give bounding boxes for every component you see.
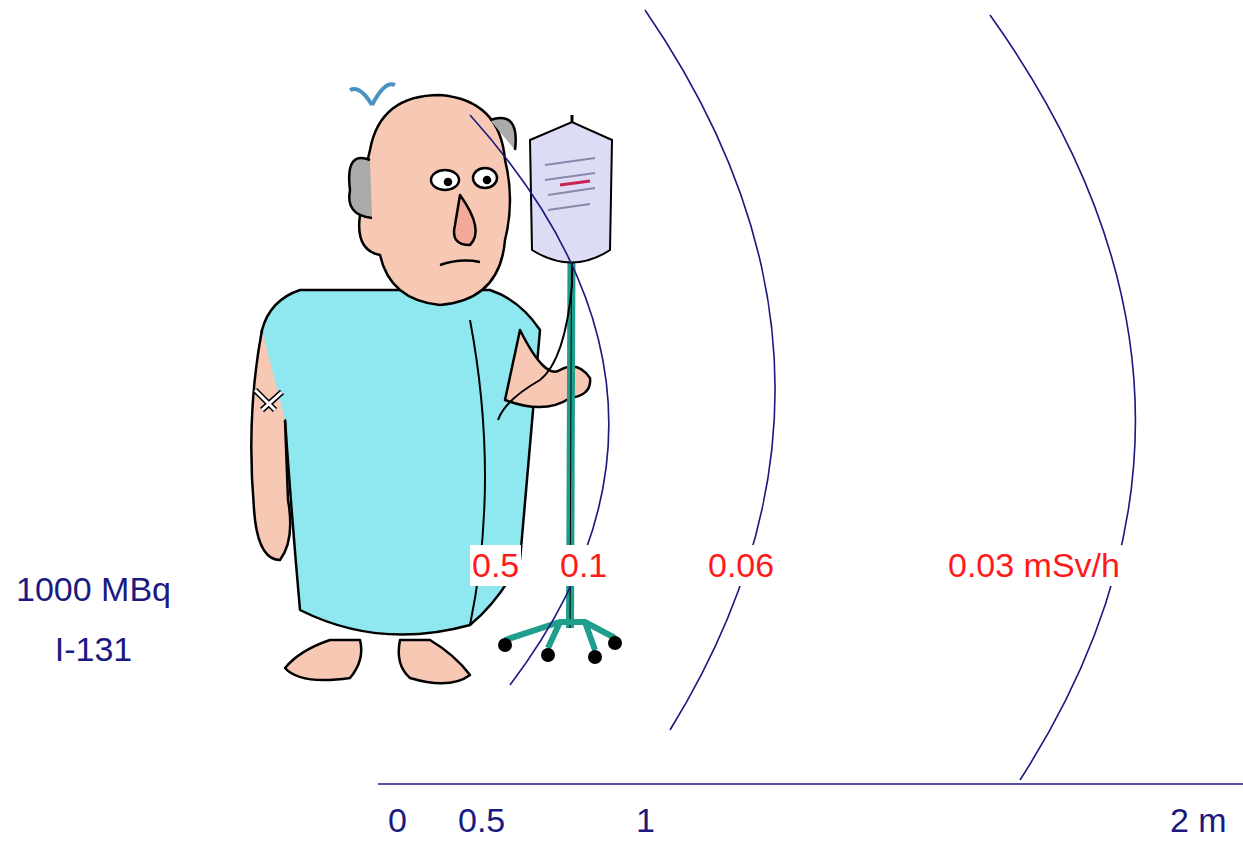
distance-axis [378,783,1243,785]
axis-tick-label: 0.5 [456,800,507,841]
isodose-arc [470,10,1135,780]
axis-tick-label: 0 [386,800,409,841]
activity-label: 1000 MBq I-131 [4,560,183,679]
axis-tick-label: 2 m [1168,800,1229,841]
dose-rate-label: 0.5 [470,545,521,586]
dose-rate-label: 0.1 [558,545,609,586]
dose-rate-label: 0.03 mSv/h [946,545,1122,586]
dose-rate-label: 0.06 [706,545,776,586]
axis-tick-label: 1 [634,800,657,841]
